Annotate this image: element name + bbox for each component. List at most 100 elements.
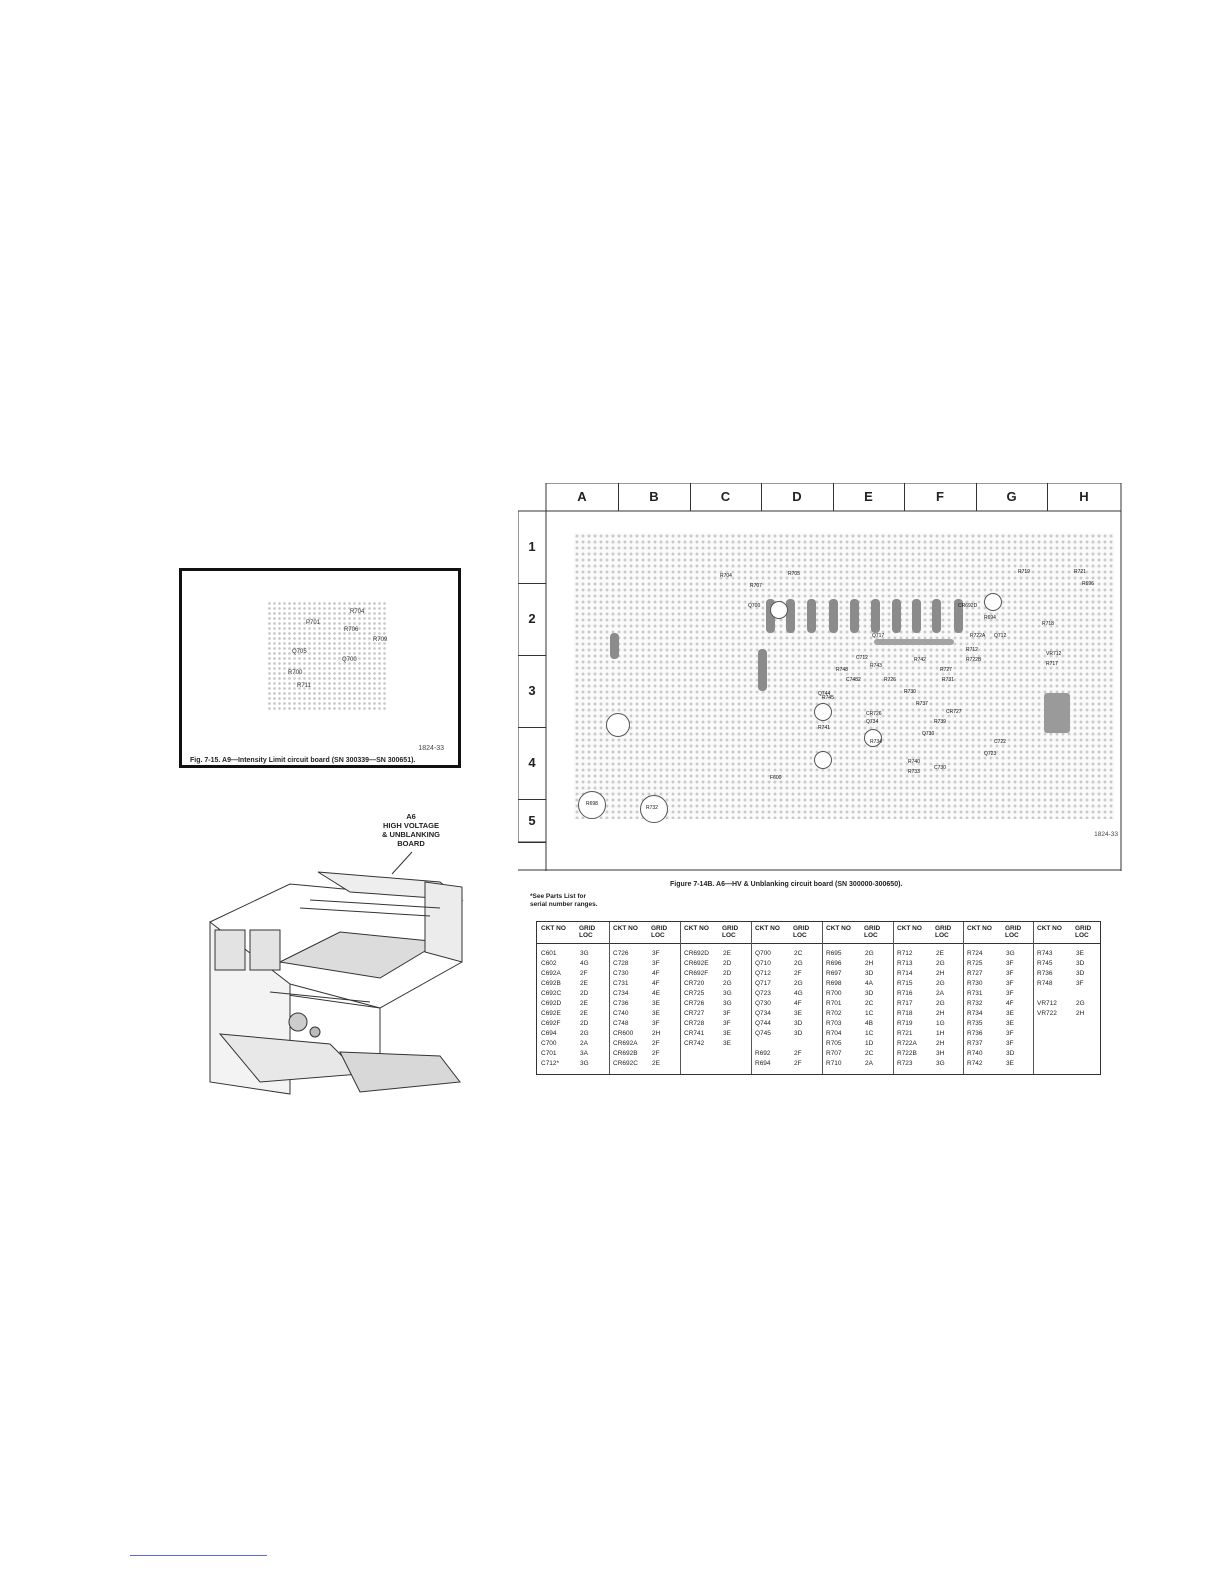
component-label: R727	[940, 667, 952, 673]
callout-line: BOARD	[397, 839, 425, 848]
component-label: Q730	[922, 731, 935, 737]
table-cell-ckt-no: R716	[897, 990, 913, 997]
table-cell-grid-loc: 3D	[1076, 960, 1085, 967]
table-cell-ckt-no: R719	[897, 1020, 913, 1027]
table-cell-ckt-no: CR726	[684, 1000, 705, 1007]
figure-caption: Fig. 7-15. A9—Intensity Limit circuit bo…	[190, 757, 416, 764]
table-cell-grid-loc: 2G	[580, 1030, 589, 1037]
table-cell-ckt-no: CR727	[684, 1010, 705, 1017]
table-cell-ckt-no: C728	[613, 960, 629, 967]
component-label: R737	[916, 701, 928, 707]
component-label: R739	[934, 719, 946, 725]
table-cell-ckt-no: R715	[897, 980, 913, 987]
component-label: R742	[914, 657, 926, 663]
component-label: R743	[870, 663, 882, 669]
chassis-drawing	[209, 851, 464, 1095]
table-cell-ckt-no: Q734	[755, 1010, 771, 1017]
table-cell-grid-loc: 3E	[652, 1010, 660, 1017]
table-cell-grid-loc: 3F	[1006, 960, 1014, 967]
table-cell-ckt-no: CR720	[684, 980, 705, 987]
table-cell-ckt-no: R695	[826, 950, 842, 957]
board-callout: A6 HIGH VOLTAGE & UNBLANKING BOARD	[356, 812, 466, 848]
table-cell-ckt-no: R742	[967, 1060, 983, 1067]
table-cell-ckt-no: C700	[541, 1040, 557, 1047]
table-cell-grid-loc: 3F	[652, 1020, 660, 1027]
grid-row-label: 2	[518, 583, 546, 656]
table-cell-ckt-no: C712*	[541, 1060, 560, 1067]
potentiometer	[640, 795, 668, 823]
grid-column-label: H	[1079, 489, 1089, 504]
column-header-grid-loc: GRID LOC	[651, 925, 668, 939]
table-cell-grid-loc: 1C	[865, 1010, 874, 1017]
component-label: C730	[934, 765, 946, 771]
table-cell-grid-loc: 2D	[723, 970, 732, 977]
capacitor	[932, 599, 941, 633]
table-cell-grid-loc: 4B	[865, 1020, 873, 1027]
table-cell-ckt-no: R722A	[897, 1040, 917, 1047]
parts-list-note: *See Parts List for serial number ranges…	[530, 893, 650, 909]
table-cell-ckt-no: VR712	[1037, 1000, 1057, 1007]
column-header-ckt-no: CKT NO	[684, 925, 709, 932]
table-cell-grid-loc: 1H	[936, 1030, 945, 1037]
component-label: Q744	[818, 691, 831, 697]
resistor	[758, 649, 767, 691]
table-cell-ckt-no: R700	[826, 990, 842, 997]
table-cell-ckt-no: R710	[826, 1060, 842, 1067]
column-header-ckt-no: CKT NO	[541, 925, 566, 932]
table-cell-ckt-no: R698	[826, 980, 842, 987]
table-cell-ckt-no: R718	[897, 1010, 913, 1017]
note-line: serial number ranges.	[530, 901, 598, 908]
table-cell-ckt-no: C601	[541, 950, 557, 957]
table-cell-ckt-no: R748	[1037, 980, 1053, 987]
table-cell-grid-loc: 4G	[794, 990, 803, 997]
callout-line: & UNBLANKING	[382, 830, 440, 839]
table-cell-grid-loc: 4F	[794, 1000, 802, 1007]
table-cell-grid-loc: 3F	[1006, 980, 1014, 987]
table-cell-ckt-no: R745	[1037, 960, 1053, 967]
table-cell-grid-loc: 1D	[865, 1040, 874, 1047]
table-cell-grid-loc: 2F	[652, 1050, 660, 1057]
table-cell-ckt-no: R701	[826, 1000, 842, 1007]
component-label: C7482	[846, 677, 861, 683]
table-cell-grid-loc: 1C	[865, 1030, 874, 1037]
table-cell-grid-loc: 2F	[794, 970, 802, 977]
table-cell-ckt-no: C726	[613, 950, 629, 957]
capacitor	[850, 599, 859, 633]
callout-line: HIGH VOLTAGE	[383, 821, 439, 830]
table-cell-grid-loc: 4F	[652, 980, 660, 987]
table-cell-ckt-no: Q723	[755, 990, 771, 997]
table-cell-grid-loc: 2F	[794, 1050, 802, 1057]
table-cell-grid-loc: 3F	[1006, 970, 1014, 977]
table-cell-grid-loc: 3A	[580, 1050, 588, 1057]
table-cell-ckt-no: C692F	[541, 1020, 561, 1027]
table-cell-grid-loc: 2H	[652, 1030, 661, 1037]
table-cell-ckt-no: Q712	[755, 970, 771, 977]
table-cell-grid-loc: 3F	[723, 1020, 731, 1027]
table-cell-grid-loc: 2G	[794, 980, 803, 987]
component-label: R721	[1074, 569, 1086, 575]
table-cell-ckt-no: R696	[826, 960, 842, 967]
table-cell-grid-loc: 4F	[1006, 1000, 1014, 1007]
table-cell-grid-loc: 3H	[936, 1050, 945, 1057]
capacitor	[829, 599, 838, 633]
column-header-ckt-no: CKT NO	[826, 925, 851, 932]
table-cell-grid-loc: 3G	[936, 1060, 945, 1067]
table-cell-ckt-no: R723	[897, 1060, 913, 1067]
table-cell-ckt-no: CR692C	[613, 1060, 638, 1067]
table-cell-grid-loc: 2G	[936, 960, 945, 967]
table-cell-grid-loc: 3D	[1076, 970, 1085, 977]
table-cell-grid-loc: 3D	[1006, 1050, 1015, 1057]
column-header-ckt-no: CKT NO	[897, 925, 922, 932]
component-label: R705	[788, 571, 800, 577]
transistor	[770, 601, 788, 619]
component-label: R732	[646, 805, 658, 811]
grid-column-label: D	[761, 483, 834, 511]
component-label: R722A	[970, 633, 986, 639]
part-label: R706	[344, 627, 359, 633]
capacitor	[807, 599, 816, 633]
table-cell-grid-loc: 2F	[652, 1040, 660, 1047]
grid-column-label: F	[904, 483, 977, 511]
table-cell-grid-loc: 2G	[865, 950, 874, 957]
